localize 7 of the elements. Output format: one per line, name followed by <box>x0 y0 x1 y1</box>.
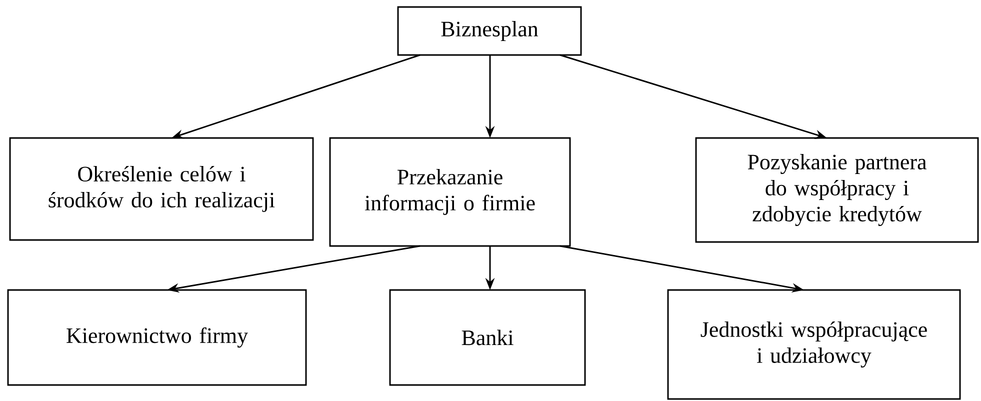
box: Biznesplan <box>397 6 582 56</box>
box: Kierownictwo firmy <box>7 289 307 386</box>
box: Jednostki współpracujące i udziałowcy <box>667 289 961 400</box>
box: Banki <box>389 289 586 386</box>
box: Pozyskanie partnera do współpracy i zdobycie kredytów <box>695 137 979 243</box>
box: Przekazanie informacji o firmie <box>329 137 571 247</box>
box: Określenie celów i środków do ich realizacji <box>9 137 314 241</box>
